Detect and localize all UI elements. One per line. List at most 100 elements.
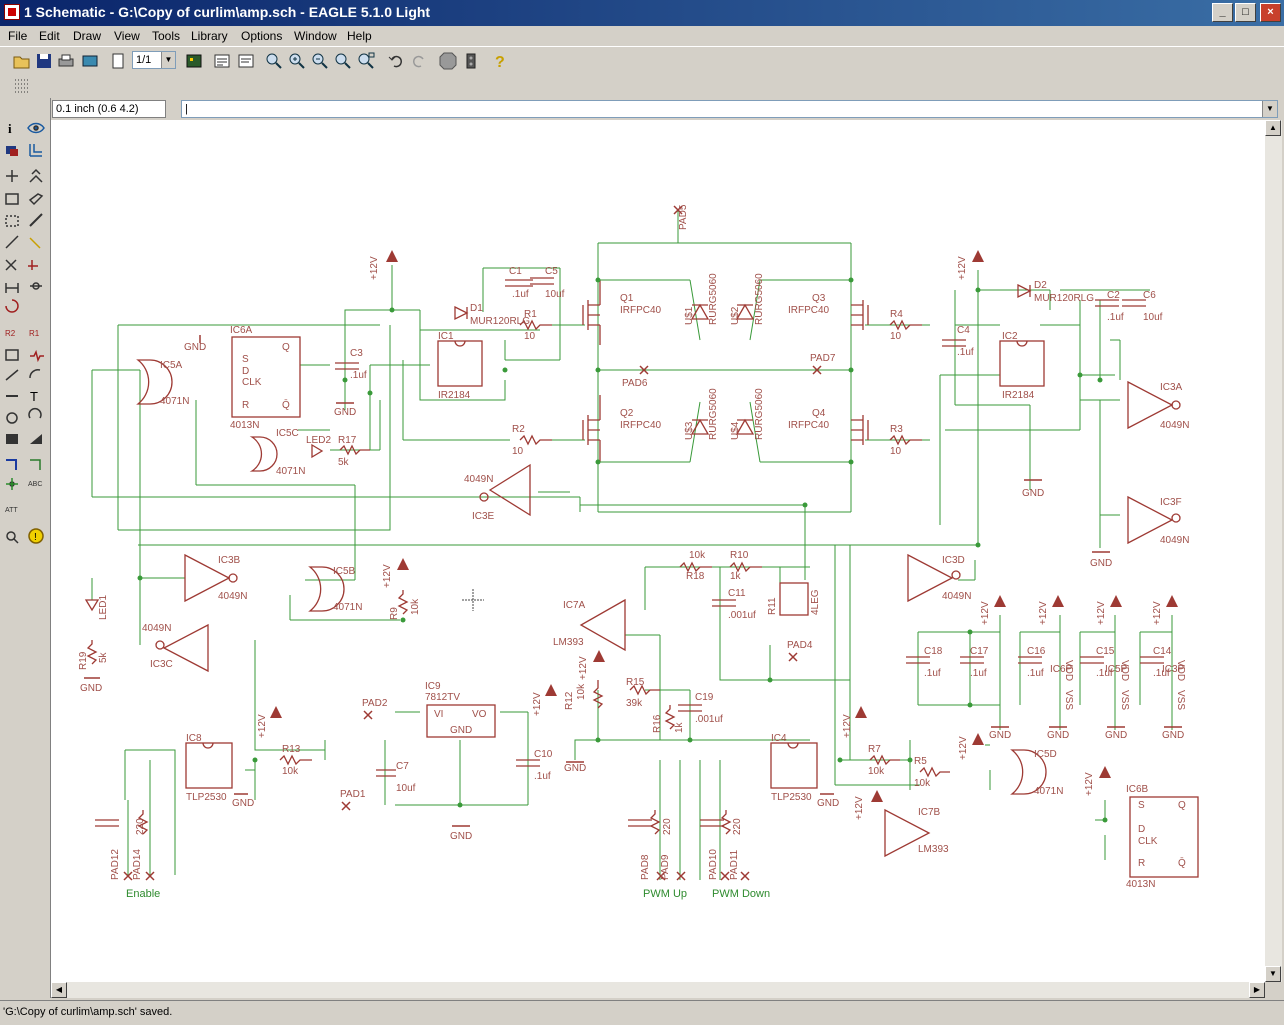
c14-name: C14 [1153, 646, 1172, 657]
redo-icon[interactable] [409, 51, 429, 71]
ic9-value: 7812TV [425, 692, 460, 703]
menu-tools[interactable]: Tools [152, 29, 181, 43]
c18-value: .1uf [924, 668, 941, 679]
print-icon[interactable] [56, 51, 76, 71]
supply-label: +12V [1084, 772, 1095, 796]
ic6b-value: 4013N [1126, 879, 1155, 890]
status-bar: 'G:\Copy of curlim\amp.sch' saved. [0, 1000, 1284, 1025]
c4-value: .1uf [957, 347, 974, 358]
c19-name: C19 [695, 692, 714, 703]
ic3p-label: IC3P [1162, 664, 1185, 675]
pad7-label: PAD7 [810, 353, 836, 364]
go-icon[interactable] [461, 51, 481, 71]
q4-value: IRFPC40 [788, 420, 830, 431]
menu-draw[interactable]: Draw [73, 29, 102, 43]
sheet-select[interactable]: 1/1▼ [132, 51, 176, 69]
menu-options[interactable]: Options [241, 29, 283, 43]
scroll-up-icon[interactable]: ▲ [1265, 120, 1281, 136]
scroll-left-icon[interactable]: ◀ [51, 982, 67, 998]
svg-text:?: ? [495, 54, 505, 71]
ic9-name: IC9 [425, 681, 441, 692]
r10-value: 1k [730, 571, 742, 582]
r13-name: R13 [282, 744, 301, 755]
r4-name: R4 [890, 309, 903, 320]
zoom-in-icon[interactable] [287, 51, 307, 71]
gnd-label: GND [450, 831, 472, 842]
grid-icon[interactable] [12, 76, 32, 96]
gnd-label: GND [1162, 730, 1184, 741]
gnd-label: GND [1105, 730, 1127, 741]
zoom-out-icon[interactable] [310, 51, 330, 71]
board-icon[interactable] [184, 51, 204, 71]
svg-text:ABC: ABC [28, 481, 42, 488]
sheet-icon[interactable] [108, 51, 128, 71]
scroll-right-icon[interactable]: ▶ [1249, 982, 1265, 998]
minimize-button[interactable]: _ [1212, 3, 1233, 22]
gnd-label: GND [1090, 558, 1112, 569]
stop-icon[interactable] [438, 51, 458, 71]
pad8-label: PAD8 [640, 854, 651, 880]
chevron-down-icon[interactable]: ▼ [1262, 101, 1277, 117]
d1-value: MUR120RLG [470, 316, 530, 327]
menu-help[interactable]: Help [347, 29, 372, 43]
scroll-down-icon[interactable]: ▼ [1265, 966, 1281, 982]
schematic-canvas[interactable]: PAD5 PAD6 PAD7 PAD4 PAD2 PAD1 PAD12 PAD1… [51, 120, 1265, 982]
ic3a-name: IC3A [1160, 382, 1183, 393]
vertical-scrollbar[interactable]: ▲ ▼ [1265, 120, 1282, 982]
r10-name: R10 [730, 550, 749, 561]
maximize-button[interactable]: □ [1235, 3, 1256, 22]
menu-file[interactable]: File [8, 29, 28, 43]
chevron-down-icon[interactable]: ▼ [161, 52, 175, 68]
r18-name: R18 [686, 571, 705, 582]
script-icon[interactable] [212, 51, 232, 71]
r12-name: R12 [564, 691, 575, 710]
gnd-label: GND [989, 730, 1011, 741]
zoom-select-icon[interactable] [356, 51, 376, 71]
zoom-redraw-icon[interactable] [333, 51, 353, 71]
gnd-label: GND [184, 342, 206, 353]
status-message: 'G:\Copy of curlim\amp.sch' saved. [3, 1006, 173, 1018]
ic3c-value: 4049N [142, 623, 171, 634]
command-line-input[interactable]: |▼ [181, 100, 1278, 118]
help-icon[interactable]: ? [490, 51, 510, 71]
q3-value: IRFPC40 [788, 305, 830, 316]
pin-label: Q̄ [282, 398, 290, 411]
ic3e-name: IC3E [472, 511, 495, 522]
close-button[interactable]: × [1260, 3, 1281, 22]
menu-library[interactable]: Library [191, 29, 228, 43]
cam-icon[interactable] [80, 51, 100, 71]
horizontal-scrollbar[interactable]: ◀ ▶ [51, 982, 1265, 998]
supply-label: +12V [842, 714, 853, 738]
menu-edit[interactable]: Edit [39, 29, 60, 43]
c2-value: .1uf [1107, 312, 1124, 323]
pin-label: VO [472, 709, 487, 720]
net-label-enable: Enable [126, 888, 160, 900]
r17-value: 5k [338, 457, 350, 468]
vss-label: VSS [1119, 690, 1130, 710]
supply-label: +12V [980, 601, 991, 625]
menu-view[interactable]: View [114, 29, 140, 43]
supply-label: +12V [1152, 601, 1163, 625]
ic7a-value: LM393 [553, 637, 584, 648]
zoom-fit-icon[interactable] [264, 51, 284, 71]
menu-window[interactable]: Window [294, 29, 337, 43]
u3-value: RURG5060 [708, 388, 719, 440]
r1-value: 10 [524, 331, 536, 342]
c10-value: .1uf [534, 771, 551, 782]
ic5p-label: IC5P [1105, 664, 1128, 675]
save-icon[interactable] [34, 51, 54, 71]
u1-name: U$1 [684, 306, 695, 325]
open-icon[interactable] [12, 51, 32, 71]
eagle-app-icon[interactable] [4, 4, 20, 20]
supply-label: +12V [1038, 601, 1049, 625]
u2-name: U$2 [730, 306, 741, 325]
ulp-icon[interactable] [236, 51, 256, 71]
undo-icon[interactable] [386, 51, 406, 71]
gnd-label: GND [817, 798, 839, 809]
ic5d-name: IC5D [1034, 749, 1057, 760]
gnd-label: GND [564, 763, 586, 774]
gnd-label: GND [1022, 488, 1044, 499]
ic4-value: TLP2530 [771, 792, 812, 803]
